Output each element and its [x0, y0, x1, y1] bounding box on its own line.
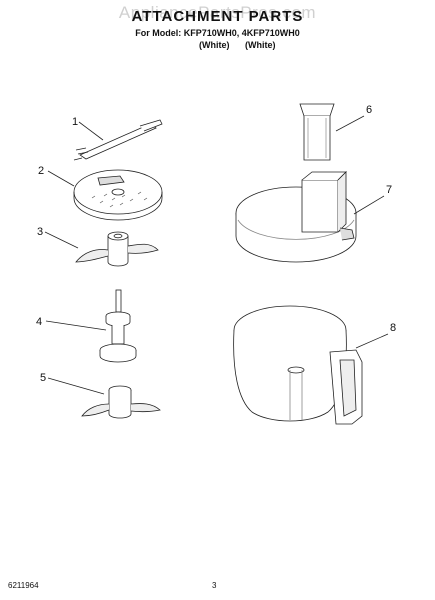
color-label-1: (White) [199, 40, 230, 50]
leader-3 [44, 231, 79, 249]
callout-1: 1 [72, 116, 78, 128]
watermark: AppliancePartsPros.com [118, 3, 317, 22]
leader-2 [47, 170, 75, 187]
page-number: 3 [212, 581, 217, 590]
part-7-cover [235, 171, 357, 263]
callout-8: 8 [390, 322, 396, 334]
model-line: For Model: KFP710WH0, 4KFP710WH0 [135, 28, 300, 38]
leader-7 [353, 195, 385, 215]
part-3-blade [75, 231, 159, 267]
page-title: ATTACHMENT PARTS [131, 8, 304, 25]
callout-4: 4 [36, 316, 42, 328]
callout-5: 5 [40, 372, 46, 384]
document-number: 6211964 [8, 581, 39, 590]
color-label-2: (White) [245, 40, 276, 50]
part-6-pusher [299, 103, 335, 161]
callout-6: 6 [366, 104, 372, 116]
part-4-shaft [99, 289, 137, 363]
part-1-tool [73, 119, 163, 161]
part-8-bowl [233, 305, 363, 425]
callout-7: 7 [386, 184, 392, 196]
part-5-blade [81, 385, 161, 419]
callout-2: 2 [38, 165, 44, 177]
part-2-disc [73, 169, 163, 221]
leader-6 [335, 115, 365, 132]
leader-5 [47, 377, 105, 395]
leader-4 [45, 320, 107, 331]
callout-3: 3 [37, 226, 43, 238]
leader-8 [355, 333, 389, 349]
leader-1 [78, 121, 104, 141]
